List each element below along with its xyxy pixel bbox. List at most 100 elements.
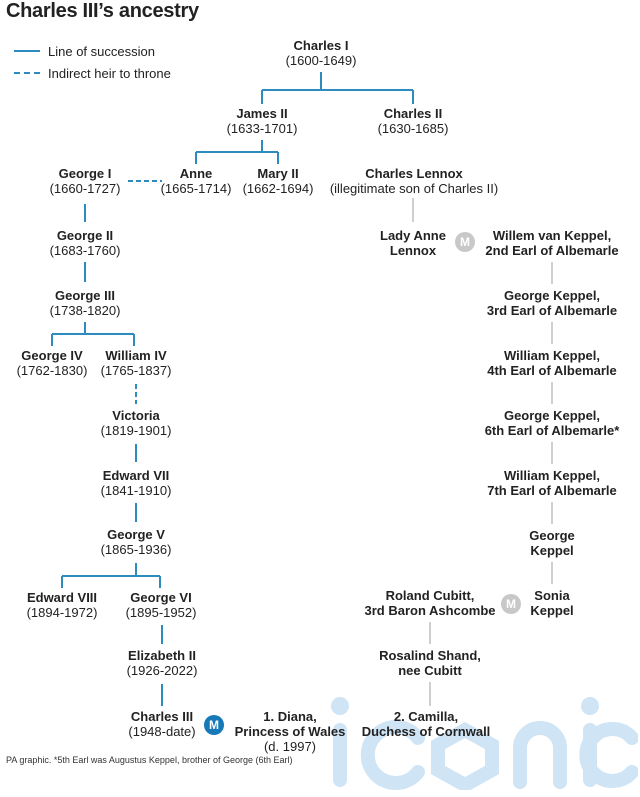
person-dates: (1662-1694)	[242, 181, 314, 196]
person-dates: (illegitimate son of Charles II)	[329, 181, 499, 196]
person-name-line2: Duchess of Cornwall	[361, 724, 491, 739]
person-name-line2: 6th Earl of Albemarle*	[484, 423, 620, 438]
person-dates: (1841-1910)	[100, 483, 172, 498]
person-name-line2: 3rd Baron Ashcombe	[364, 603, 496, 618]
person-dates: (1683-1760)	[49, 243, 121, 258]
person-name: Edward VIII	[26, 590, 98, 605]
legend-dashed: Indirect heir to throne	[14, 62, 171, 84]
person-name: Charles Lennox	[365, 166, 463, 181]
node-george-iii: George III (1738-1820)	[50, 288, 121, 318]
person-name: William IV	[105, 348, 167, 363]
node-charles-ii: Charles II (1630-1685)	[378, 106, 449, 136]
node-william-iv: William IV (1765-1837)	[101, 348, 172, 378]
marriage-badge: M	[204, 715, 224, 735]
person-name: 2. Camilla,	[393, 709, 459, 724]
node-mary-ii: Mary II (1662-1694)	[243, 166, 314, 196]
person-name: Elizabeth II	[128, 648, 196, 663]
person-dates: (1600-1649)	[285, 53, 357, 68]
node-george-keppel-6th: George Keppel, 6th Earl of Albemarle*	[485, 408, 620, 438]
person-name: George II	[56, 228, 114, 243]
node-james-ii: James II (1633-1701)	[227, 106, 298, 136]
person-name: George I	[58, 166, 112, 181]
page-title: Charles III’s ancestry	[6, 0, 199, 22]
person-name: Anne	[179, 166, 213, 181]
person-dates: (1948-date)	[128, 724, 196, 739]
node-lady-anne-lennox: Lady Anne Lennox	[380, 228, 446, 258]
footer-note: PA graphic. *5th Earl was Augustus Keppe…	[6, 755, 293, 765]
person-name-line2: 2nd Earl of Albemarle	[485, 243, 619, 258]
person-name: Sonia	[534, 588, 570, 603]
person-dates: (1762-1830)	[16, 363, 88, 378]
node-elizabeth-ii: Elizabeth II (1926-2022)	[127, 648, 198, 678]
node-george-keppel: George Keppel	[529, 528, 575, 558]
person-dates: (1630-1685)	[377, 121, 449, 136]
person-name: Roland Cubitt,	[385, 588, 475, 603]
node-george-v: George V (1865-1936)	[101, 527, 172, 557]
node-anne: Anne (1665-1714)	[161, 166, 232, 196]
marriage-badge: M	[455, 232, 475, 252]
node-charles-lennox: Charles Lennox (illegitimate son of Char…	[330, 166, 498, 196]
person-name: George	[529, 528, 575, 543]
person-name: Victoria	[112, 408, 160, 423]
person-name: George Keppel,	[503, 408, 601, 423]
person-name: James II	[236, 106, 288, 121]
node-william-keppel-4th: William Keppel, 4th Earl of Albemarle	[487, 348, 617, 378]
node-edward-viii: Edward VIII (1894-1972)	[27, 590, 98, 620]
marriage-badge: M	[501, 594, 521, 614]
person-dates: (1865-1936)	[100, 542, 172, 557]
dashed-line-swatch	[14, 72, 40, 74]
person-name-line2: 4th Earl of Albemarle	[487, 363, 617, 378]
person-name: Willem van Keppel,	[492, 228, 612, 243]
person-name-line2: 3rd Earl of Albemarle	[486, 303, 618, 318]
person-name: William Keppel,	[504, 468, 600, 483]
person-dates: (1894-1972)	[26, 605, 98, 620]
person-dates: (1660-1727)	[49, 181, 121, 196]
person-name: George V	[107, 527, 165, 542]
person-name: George VI	[130, 590, 192, 605]
person-name-line2: Lennox	[389, 243, 437, 258]
node-george-ii: George II (1683-1760)	[50, 228, 121, 258]
person-name: Mary II	[257, 166, 299, 181]
node-george-vi: George VI (1895-1952)	[126, 590, 197, 620]
node-charles-i: Charles I (1600-1649)	[286, 38, 357, 68]
person-name-line2: Keppel	[530, 543, 574, 558]
person-name: Rosalind Shand,	[379, 648, 481, 663]
node-camilla: 2. Camilla, Duchess of Cornwall	[362, 709, 491, 739]
node-sonia-keppel: Sonia Keppel	[530, 588, 573, 618]
person-dates: (1895-1952)	[125, 605, 197, 620]
person-dates: (1665-1714)	[160, 181, 232, 196]
person-dates: (1819-1901)	[100, 423, 172, 438]
node-william-keppel-7th: William Keppel, 7th Earl of Albemarle	[487, 468, 617, 498]
person-name-line2: Keppel	[530, 603, 574, 618]
person-name-line2: Princess of Wales	[234, 724, 346, 739]
person-name: Charles III	[130, 709, 194, 724]
node-edward-vii: Edward VII (1841-1910)	[101, 468, 172, 498]
iconic-watermark	[331, 697, 638, 790]
person-dates: (1765-1837)	[100, 363, 172, 378]
solid-line-swatch	[14, 50, 40, 52]
person-name-line2: nee Cubitt	[398, 663, 462, 678]
person-dates: (1738-1820)	[49, 303, 121, 318]
legend-dashed-label: Indirect heir to throne	[48, 65, 171, 81]
person-name: Edward VII	[102, 468, 170, 483]
person-name: George IV	[21, 348, 83, 363]
node-george-i: George I (1660-1727)	[50, 166, 121, 196]
person-name: George III	[55, 288, 115, 303]
node-rosalind-shand: Rosalind Shand, nee Cubitt	[379, 648, 481, 678]
person-name: George Keppel,	[503, 288, 601, 303]
person-dates: (1926-2022)	[126, 663, 198, 678]
person-name: Charles II	[383, 106, 443, 121]
node-george-iv: George IV (1762-1830)	[17, 348, 88, 378]
node-george-keppel-3rd: George Keppel, 3rd Earl of Albemarle	[487, 288, 617, 318]
legend-solid: Line of succession	[14, 40, 171, 62]
person-name: William Keppel,	[504, 348, 600, 363]
person-dates: (1633-1701)	[226, 121, 298, 136]
person-name: Lady Anne	[380, 228, 446, 243]
node-victoria: Victoria (1819-1901)	[101, 408, 172, 438]
person-name: 1. Diana,	[263, 709, 317, 724]
node-diana: 1. Diana, Princess of Wales (d. 1997)	[235, 709, 346, 754]
person-name-line2: 7th Earl of Albemarle	[487, 483, 617, 498]
node-willem-van-keppel: Willem van Keppel, 2nd Earl of Albemarle	[485, 228, 618, 258]
person-dates: (d. 1997)	[263, 739, 317, 754]
